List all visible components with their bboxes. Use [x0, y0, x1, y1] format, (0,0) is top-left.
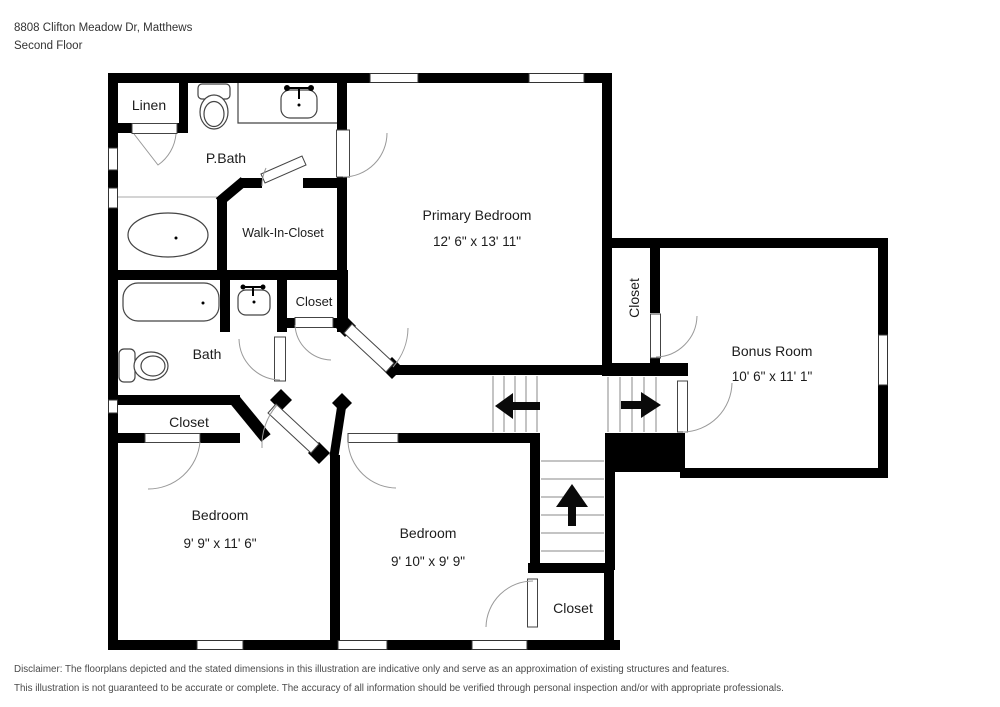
primary-bedroom-dims: 12' 6" x 13' 11" — [433, 234, 521, 249]
floor-line: Second Floor — [14, 40, 83, 52]
bath-sink-icon — [237, 284, 271, 316]
bath-closet-label: Closet — [296, 294, 333, 309]
bonus-closet-door — [650, 313, 698, 359]
bonus-room-dims: 10' 6" x 11' 1" — [732, 369, 813, 384]
fixtures — [118, 83, 337, 383]
bath-toilet-icon — [118, 348, 169, 383]
disclaimer-line-1: Disclaimer: The floorplans depicted and … — [14, 664, 730, 675]
bonus-room-label: Bonus Room — [732, 343, 813, 359]
linen-label: Linen — [132, 97, 166, 113]
bath-label: Bath — [193, 346, 222, 362]
pbath-door — [336, 129, 388, 178]
up-arrow-icon — [556, 484, 588, 526]
windows — [108, 73, 888, 650]
linen-door — [131, 123, 178, 166]
bath-door — [238, 336, 286, 382]
primary-bedroom-door — [343, 323, 409, 373]
bath-closet-door — [294, 317, 334, 361]
bonus-closet-label: Closet — [626, 278, 642, 318]
bedroom-left-door — [144, 433, 201, 490]
soaking-tub-icon — [118, 196, 217, 258]
bedroom-mid-door — [347, 433, 399, 489]
pbath-label: P.Bath — [206, 150, 246, 166]
stairs — [492, 376, 661, 552]
walk-in-closet-door — [260, 155, 307, 187]
bedroom-mid-label: Bedroom — [400, 525, 457, 541]
mid-closet-label: Closet — [553, 600, 593, 616]
bedroom-left-hall-door — [261, 403, 320, 454]
bedroom-mid-closet-door — [485, 578, 538, 628]
room-labels: Linen P.Bath Walk-In-Closet Primary Bedr… — [132, 97, 813, 616]
bedroom-left-dims: 9' 9" x 11' 6" — [183, 536, 256, 551]
left-arrow-icon — [495, 393, 540, 419]
disclaimer-block: Disclaimer: The floorplans depicted and … — [14, 661, 784, 698]
bonus-room-door — [677, 380, 733, 433]
toilet-icon — [197, 83, 231, 130]
right-arrow-icon — [621, 392, 661, 418]
primary-bedroom-label: Primary Bedroom — [423, 207, 532, 223]
address-block: 8808 Clifton Meadow Dr, Matthews Second … — [14, 19, 192, 55]
bedroom-mid-dims: 9' 10" x 9' 9" — [391, 554, 465, 569]
hall-closet-label: Closet — [169, 414, 209, 430]
address-line: 8808 Clifton Meadow Dr, Matthews — [14, 22, 193, 34]
bedroom-left-label: Bedroom — [192, 507, 249, 523]
bathtub-icon — [122, 282, 220, 322]
disclaimer-line-2: This illustration is not guaranteed to b… — [14, 682, 784, 694]
vanity-sink-icon — [237, 83, 337, 124]
walk-in-closet-label: Walk-In-Closet — [242, 226, 324, 240]
doors — [131, 123, 733, 628]
